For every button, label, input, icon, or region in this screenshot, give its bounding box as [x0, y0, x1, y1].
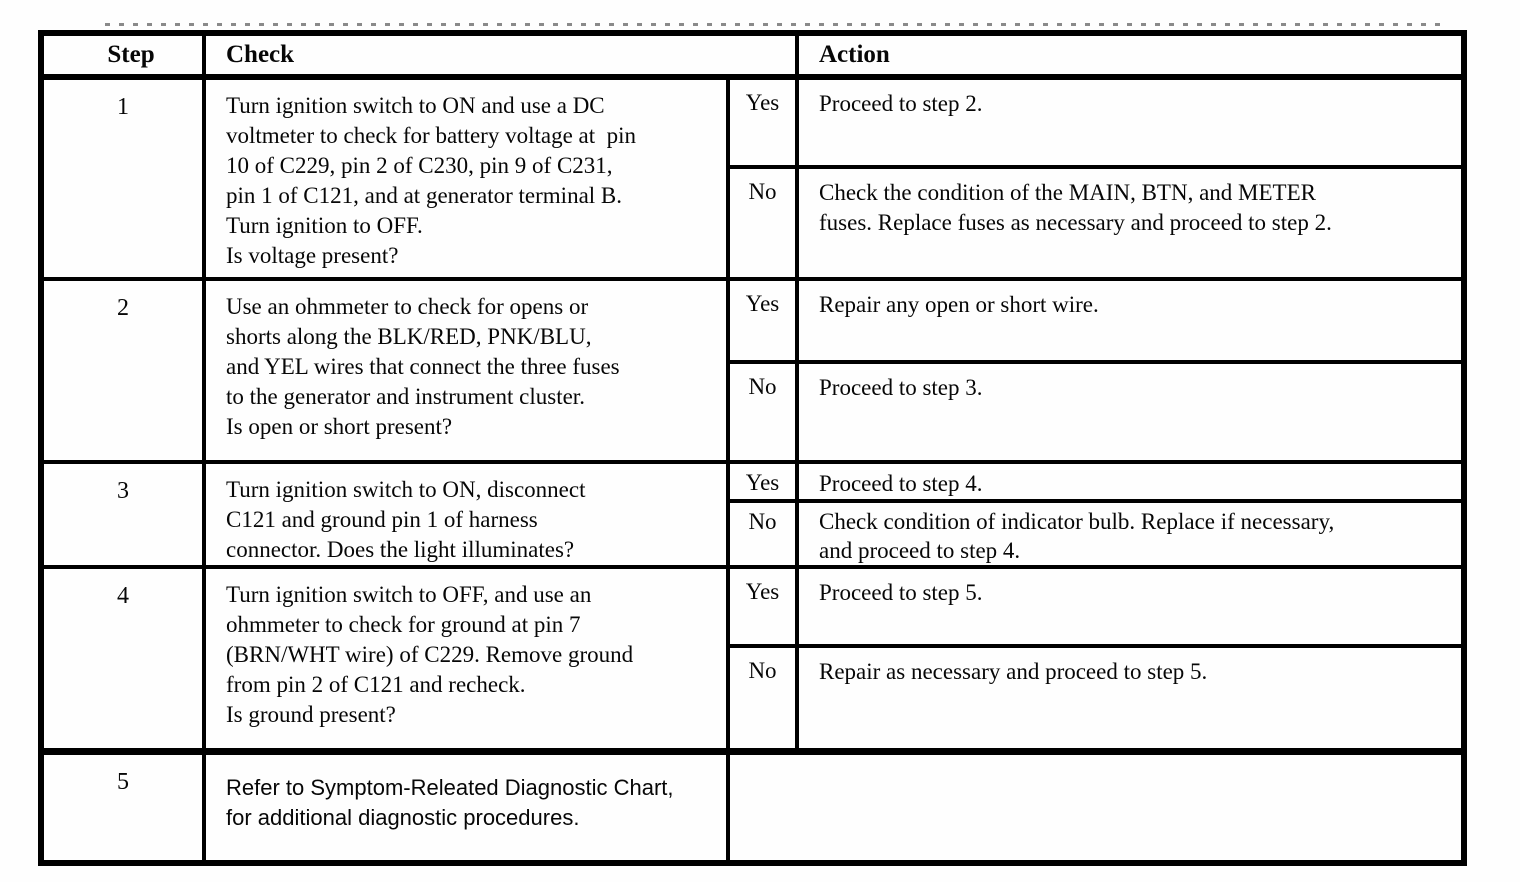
step-number: 3	[39, 460, 206, 569]
no-action-text: Repair as necessary and proceed to step …	[795, 644, 1466, 753]
yes-label: Yes	[726, 277, 799, 364]
no-label: No	[726, 499, 799, 569]
table-row: No Check the condition of the MAIN, BTN,…	[41, 165, 1466, 281]
table-row: No Check condition of indicator bulb. Re…	[41, 499, 1466, 569]
step-number: 5	[39, 747, 206, 865]
yes-action-text: Proceed to step 5.	[795, 565, 1466, 648]
yes-label: Yes	[726, 75, 799, 169]
table-row: No Repair as necessary and proceed to st…	[41, 644, 1466, 753]
no-action-text: Check condition of indicator bulb. Repla…	[795, 499, 1466, 569]
yes-action-text: Repair any open or short wire.	[795, 277, 1466, 364]
scan-artifact	[105, 23, 1445, 26]
empty-action-cell	[726, 747, 1466, 865]
table-row: 3 Turn ignition switch to ON, disconnect…	[39, 460, 1466, 569]
no-label: No	[726, 165, 799, 281]
no-label: No	[726, 360, 799, 464]
header-action: Action	[795, 31, 1466, 80]
check-text: Turn ignition switch to ON and use a DC …	[202, 75, 730, 281]
table-header-row: Step Check Action	[39, 31, 1466, 80]
step-number: 4	[39, 565, 206, 753]
yes-label: Yes	[726, 565, 799, 648]
yes-action-text: Proceed to step 4.	[795, 460, 1466, 503]
step-number: 2	[39, 277, 206, 464]
table-row: 1 Turn ignition switch to ON and use a D…	[39, 75, 1466, 281]
check-text: Turn ignition switch to ON, disconnect C…	[202, 460, 730, 569]
diagnostic-table: Step Check Action 1 Turn ignition switch…	[38, 30, 1467, 866]
yes-label: Yes	[726, 460, 799, 503]
check-text: Turn ignition switch to OFF, and use an …	[202, 565, 730, 753]
no-action-text: Proceed to step 3.	[795, 360, 1466, 464]
table-row: 4 Turn ignition switch to OFF, and use a…	[39, 565, 1466, 753]
yes-action-text: Proceed to step 2.	[795, 75, 1466, 169]
header-check: Check	[202, 31, 799, 80]
table-row: 2 Use an ohmmeter to check for opens or …	[39, 277, 1466, 464]
table-row: No Proceed to step 3.	[41, 360, 1466, 464]
header-step: Step	[39, 31, 206, 80]
step-number: 1	[39, 75, 206, 281]
no-label: No	[726, 644, 799, 753]
check-text: Refer to Symptom-Releated Diagnostic Cha…	[202, 747, 730, 865]
no-action-text: Check the condition of the MAIN, BTN, an…	[795, 165, 1466, 281]
check-text: Use an ohmmeter to check for opens or sh…	[202, 277, 730, 464]
table-row: 5 Refer to Symptom-Releated Diagnostic C…	[39, 747, 1466, 865]
